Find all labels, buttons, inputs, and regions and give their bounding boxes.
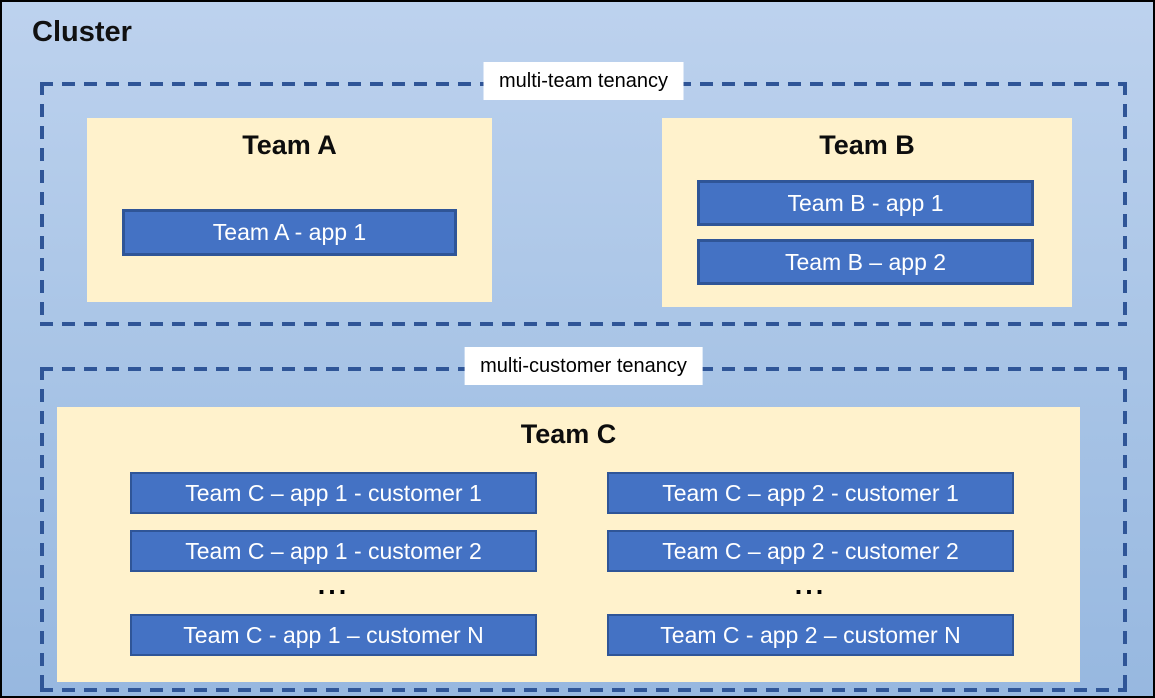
- multi-team-tenancy-label: multi-team tenancy: [483, 62, 684, 100]
- team-c-app2-ellipsis: ...: [794, 570, 827, 600]
- team-b-app-2: Team B – app 2: [697, 239, 1034, 285]
- team-c-panel: Team C Team C – app 1 - customer 1 Team …: [57, 407, 1080, 682]
- team-c-app1-ellipsis: ...: [317, 570, 350, 600]
- cluster-title: Cluster: [32, 16, 132, 48]
- team-c-app1-customer-1: Team C – app 1 - customer 1: [130, 472, 537, 514]
- team-c-app2-customer-n: Team C - app 2 – customer N: [607, 614, 1014, 656]
- team-a-app-1: Team A - app 1: [122, 209, 457, 256]
- team-b-panel: Team B Team B - app 1 Team B – app 2: [662, 118, 1072, 307]
- multi-customer-tenancy-label: multi-customer tenancy: [464, 347, 703, 385]
- team-a-panel: Team A Team A - app 1: [87, 118, 492, 302]
- team-c-app1-customer-2: Team C – app 1 - customer 2: [130, 530, 537, 572]
- multi-team-tenancy-section: multi-team tenancy Team A Team A - app 1…: [40, 62, 1127, 326]
- team-a-title: Team A: [242, 130, 337, 160]
- team-c-app1-customer-n: Team C - app 1 – customer N: [130, 614, 537, 656]
- team-c-app2-customer-1: Team C – app 2 - customer 1: [607, 472, 1014, 514]
- team-c-title: Team C: [520, 419, 617, 449]
- multi-customer-tenancy-section: multi-customer tenancy Team C Team C – a…: [40, 347, 1127, 692]
- team-b-app-1: Team B - app 1: [697, 180, 1034, 226]
- team-c-app2-customer-2: Team C – app 2 - customer 2: [607, 530, 1014, 572]
- team-b-title: Team B: [819, 130, 915, 160]
